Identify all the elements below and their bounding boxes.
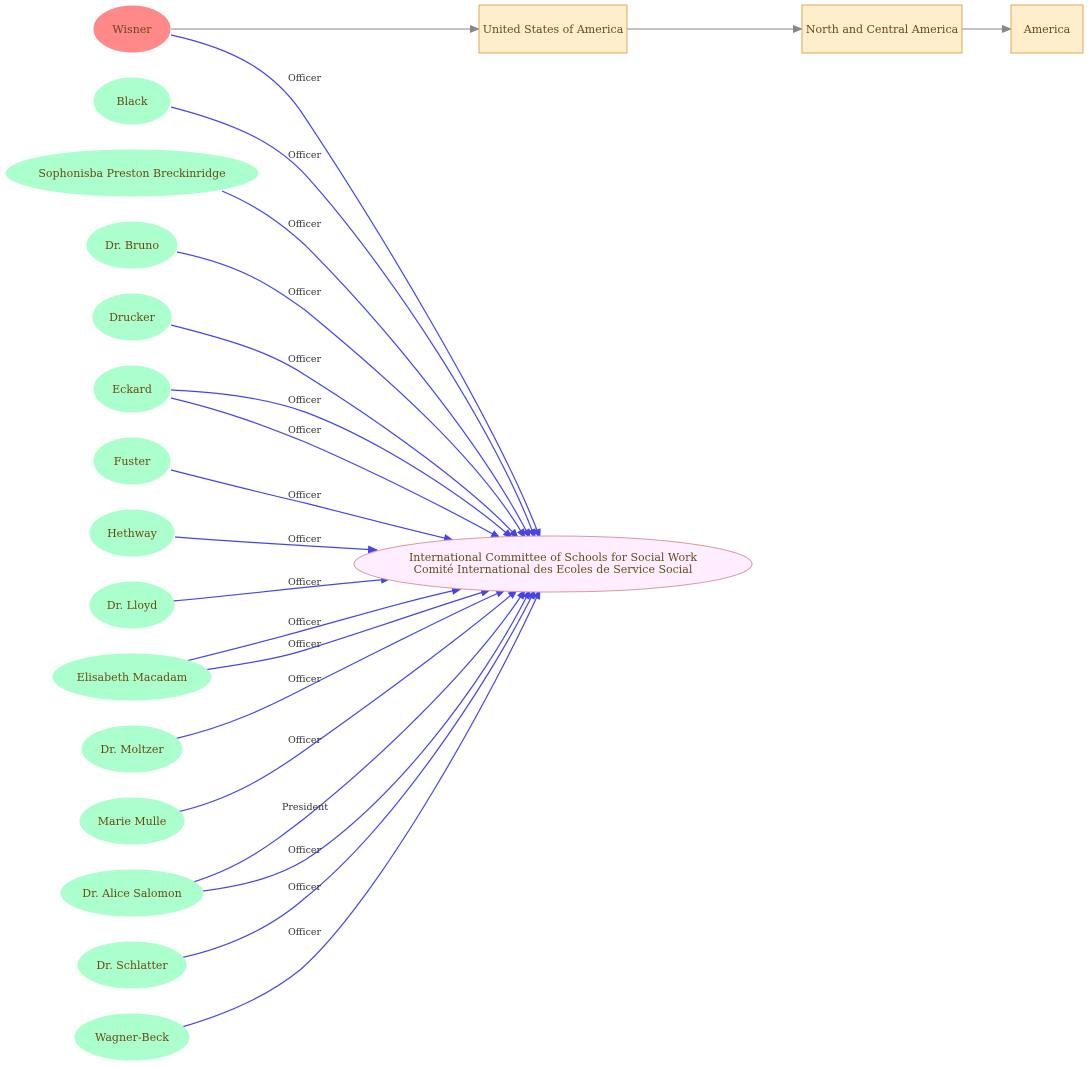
edge-wagner [181, 589, 541, 1028]
edge-label-black: Officer [288, 150, 322, 161]
edge-label-fuster: Officer [288, 490, 322, 501]
edge-label-macadam-1: Officer [288, 617, 322, 628]
edge-label-wagner: Officer [288, 927, 322, 938]
node-label: Dr. Moltzer [100, 743, 164, 756]
edge-salomon-president [189, 589, 526, 884]
node-place-north-central-america[interactable]: North and Central America [801, 4, 963, 54]
node-label: America [1023, 23, 1071, 36]
edge-label-drucker: Officer [288, 354, 322, 365]
node-schlatter[interactable]: Dr. Schlatter [77, 941, 187, 989]
node-label: Fuster [114, 455, 151, 468]
node-label: Wisner [112, 23, 152, 36]
node-label: Elisabeth Macadam [77, 671, 188, 684]
edges-layer [170, 25, 1012, 1028]
edge-label-lloyd: Officer [288, 577, 322, 588]
edge-fuster [170, 469, 454, 542]
edge-eckard-1 [170, 389, 513, 539]
edge-moltzer [173, 589, 506, 740]
edge-label-mulle: Officer [288, 735, 322, 746]
node-label: Dr. Schlatter [96, 959, 168, 972]
node-eckard[interactable]: Eckard [93, 365, 171, 413]
node-hethway[interactable]: Hethway [89, 509, 175, 557]
edge-label-hethway: Officer [288, 534, 322, 545]
node-label: Sophonisba Preston Breckinridge [38, 167, 225, 180]
node-label: Dr. Alice Salomon [82, 887, 181, 900]
node-salomon[interactable]: Dr. Alice Salomon [60, 869, 204, 917]
edge-label-salomon-officer: Officer [288, 845, 322, 856]
node-bruno[interactable]: Dr. Bruno [86, 221, 178, 269]
places-layer: United States of America North and Centr… [478, 4, 1084, 54]
node-moltzer[interactable]: Dr. Moltzer [81, 725, 183, 773]
people-layer: Wisner Black Sophonisba Preston Breckinr… [5, 5, 259, 1061]
edge-label-salomon-president: President [282, 802, 328, 813]
edge-label-eckard-1: Officer [288, 395, 322, 406]
edge-labels-layer: Officer Officer Officer Officer Officer … [282, 73, 328, 938]
node-label: Eckard [112, 383, 152, 396]
node-macadam[interactable]: Elisabeth Macadam [52, 653, 212, 701]
node-drucker[interactable]: Drucker [92, 293, 172, 341]
node-wagner[interactable]: Wagner-Beck [74, 1013, 190, 1061]
edge-bruno [176, 251, 526, 539]
node-fuster[interactable]: Fuster [93, 437, 171, 485]
edge-label-schlatter: Officer [288, 882, 322, 893]
edge-label-moltzer: Officer [288, 674, 322, 685]
node-breckinridge[interactable]: Sophonisba Preston Breckinridge [5, 149, 259, 197]
edge-mulle [176, 589, 518, 813]
node-label: Black [117, 95, 148, 108]
edge-label-eckard-2: Officer [288, 425, 322, 436]
edge-macadam-1 [185, 586, 462, 662]
edge-macadam-2 [203, 588, 491, 671]
edge-eckard-2 [170, 397, 501, 539]
org-name-english: International Committee of Schools for S… [409, 551, 697, 564]
edge-label-breckinridge: Officer [288, 219, 322, 230]
edge-wisner [170, 34, 541, 539]
node-central-organization[interactable]: International Committee of Schools for S… [353, 535, 753, 593]
edge-salomon-officer [202, 589, 531, 892]
node-label: Dr. Bruno [105, 239, 159, 252]
edge-label-macadam-2: Officer [288, 639, 322, 650]
edge-drucker [170, 324, 519, 539]
edge-hethway [174, 536, 378, 554]
node-lloyd[interactable]: Dr. Lloyd [89, 581, 175, 629]
node-label: Wagner-Beck [95, 1031, 169, 1044]
node-label: Hethway [107, 527, 158, 540]
edge-label-bruno: Officer [288, 287, 322, 298]
edge-breckinridge [221, 190, 531, 539]
edge-black [170, 106, 536, 539]
node-place-usa[interactable]: United States of America [478, 4, 628, 54]
node-label: Marie Mulle [98, 815, 167, 828]
org-name-french: Comité International des Ecoles de Servi… [414, 563, 693, 576]
node-label: Dr. Lloyd [107, 599, 158, 612]
node-label: North and Central America [806, 23, 959, 36]
edge-label-wisner: Officer [288, 73, 322, 84]
node-mulle[interactable]: Marie Mulle [79, 797, 185, 845]
node-black[interactable]: Black [93, 77, 171, 125]
node-label: Drucker [109, 311, 155, 324]
node-place-america[interactable]: America [1010, 4, 1084, 54]
edge-lloyd [172, 575, 391, 602]
node-wisner[interactable]: Wisner [93, 5, 171, 53]
edge-schlatter [179, 589, 536, 959]
node-label: United States of America [483, 23, 624, 36]
